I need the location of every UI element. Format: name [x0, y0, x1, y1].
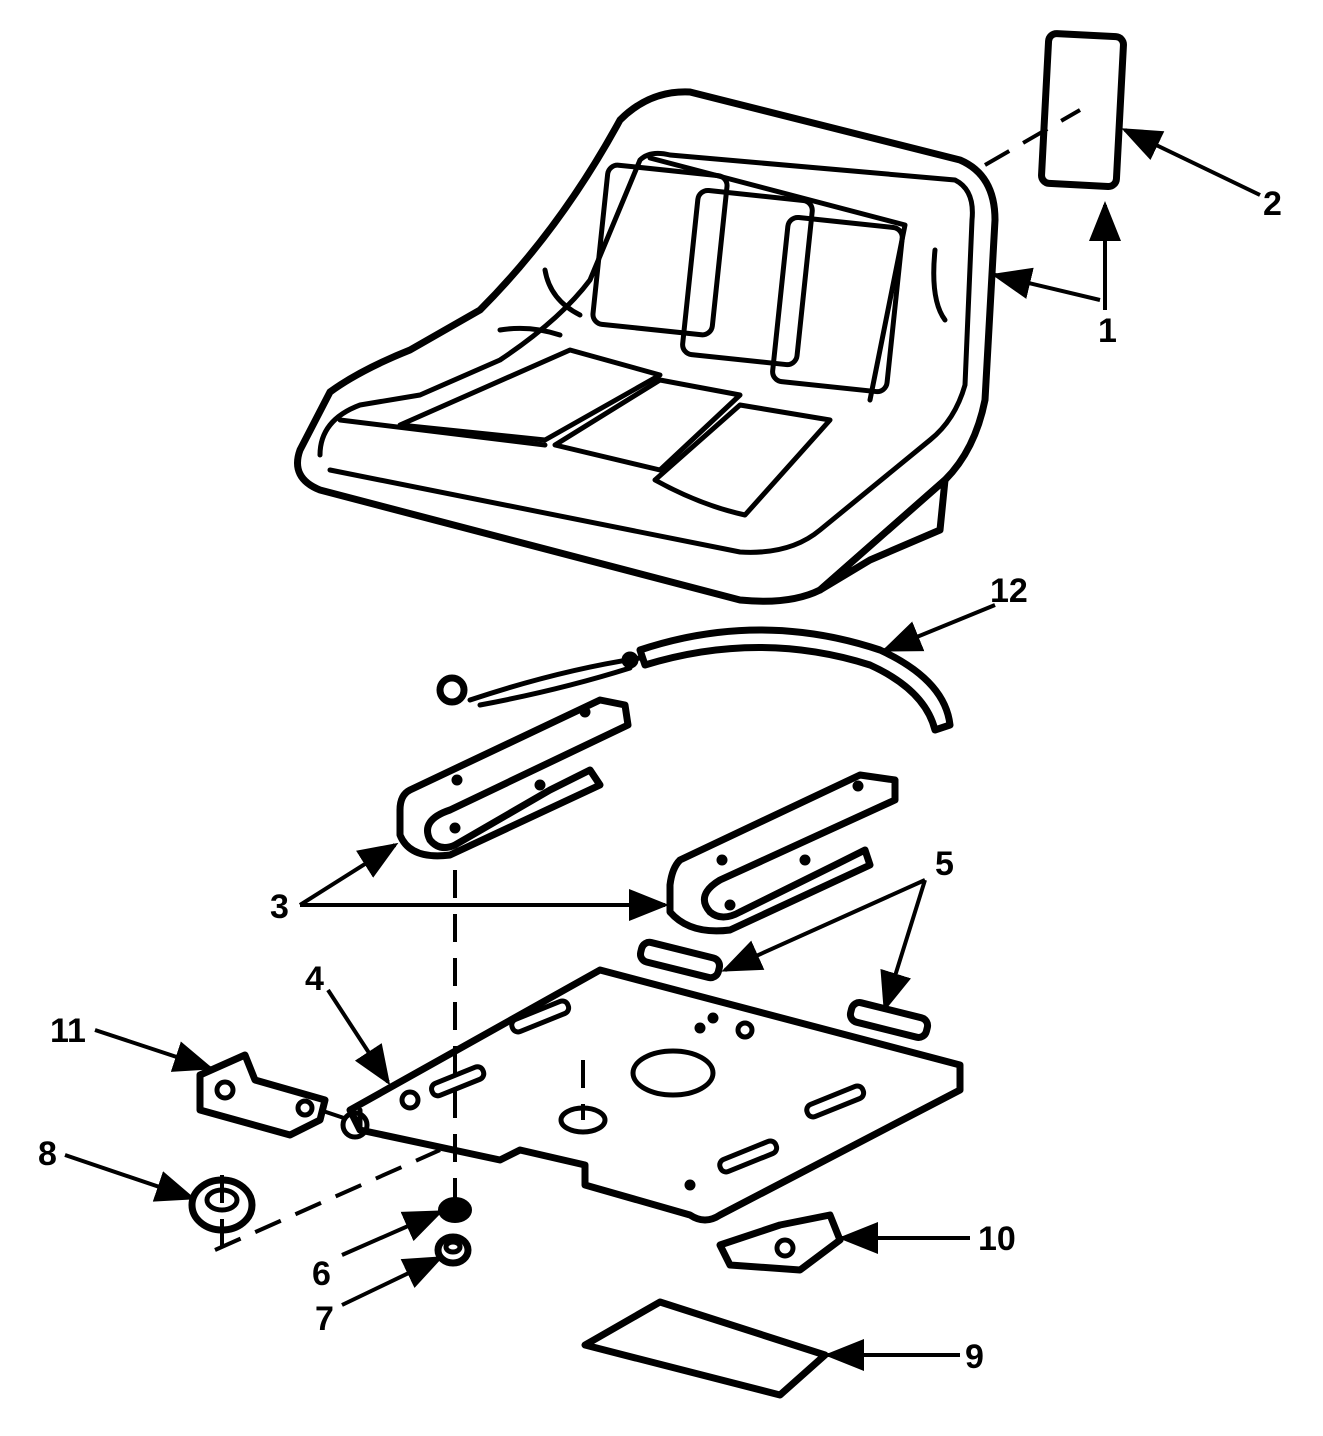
- callout-6: 6: [312, 1255, 331, 1293]
- callout-3: 3: [270, 888, 289, 926]
- callout-11: 11: [50, 1012, 86, 1050]
- callout-1: 1: [1098, 312, 1117, 350]
- nut: [434, 1233, 472, 1267]
- plate-decal: [581, 1298, 829, 1399]
- callout-8: 8: [38, 1135, 57, 1173]
- seat-spacer-left: [396, 696, 632, 860]
- callout-5: 5: [935, 845, 954, 883]
- pad-front: [636, 938, 724, 982]
- washer: [438, 1197, 472, 1223]
- callout-7: 7: [315, 1300, 334, 1338]
- callout-9: 9: [965, 1338, 984, 1376]
- seat-pan: [294, 88, 999, 605]
- mounting-plate: [340, 966, 964, 1224]
- pad-rear: [846, 999, 932, 1041]
- callout-4: 4: [305, 960, 324, 998]
- callout-12: 12: [990, 572, 1028, 610]
- seat-belt: [436, 626, 954, 734]
- seat-decal: [1038, 30, 1127, 190]
- callout-2: 2: [1263, 185, 1282, 223]
- callout-10: 10: [978, 1220, 1016, 1258]
- seat-spacer-right: [666, 771, 899, 935]
